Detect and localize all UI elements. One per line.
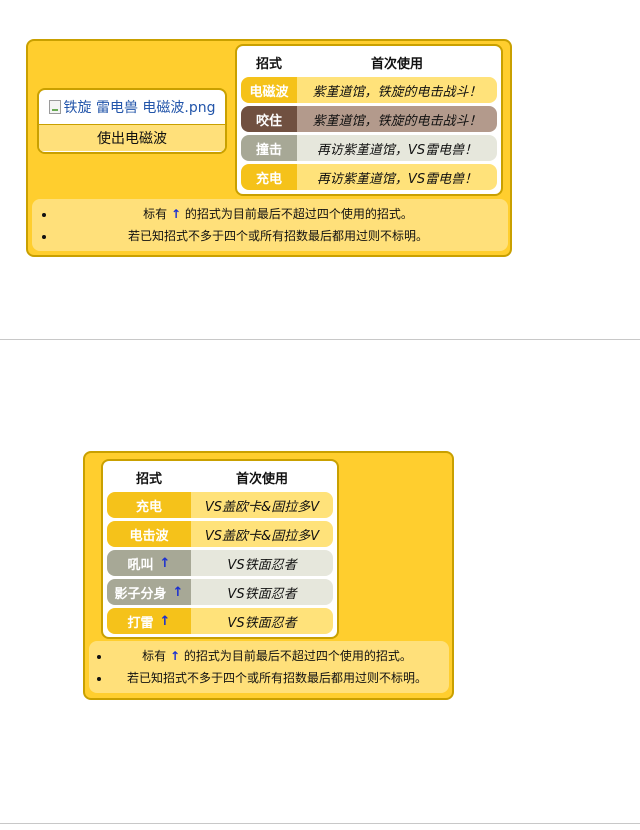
move-row: 电磁波紫堇道馆，铁旋的电击战斗！ [241, 77, 497, 103]
top-move-table: 招式 首次使用 电磁波紫堇道馆，铁旋的电击战斗！咬住紫堇道馆，铁旋的电击战斗！撞… [235, 44, 503, 196]
move-image-caption: 使出电磁波 [39, 124, 225, 151]
move-first-use: 紫堇道馆，铁旋的电击战斗！ [297, 77, 497, 103]
move-image-box: 铁旋 雷电兽 电磁波.png 使出电磁波 [37, 88, 227, 154]
move-row: 撞击再访紫堇道馆，VS雷电兽！ [241, 135, 497, 161]
move-name-label: 电击波 [129, 528, 169, 544]
move-first-use: VS铁面忍者 [191, 608, 333, 634]
move-first-use: 紫堇道馆，铁旋的电击战斗！ [297, 106, 497, 132]
header-move: 招式 [135, 471, 162, 487]
move-name-label: 打雷 [127, 615, 154, 631]
up-arrow-icon: ↑ [170, 207, 182, 221]
header-first-use: 首次使用 [370, 56, 423, 72]
move-row: 咬住紫堇道馆，铁旋的电击战斗！ [241, 106, 497, 132]
move-row: 充电再访紫堇道馆，VS雷电兽！ [241, 164, 497, 190]
move-name-label: 撞击 [255, 142, 282, 158]
move-name[interactable]: 电击波 [107, 521, 191, 547]
move-first-use: VS铁面忍者 [191, 579, 333, 605]
recent-move-arrow-icon: ↑ [159, 555, 171, 571]
move-row: 电击波 VS盖欧卡&固拉多V [107, 521, 333, 547]
move-row: 打雷 ↑ VS铁面忍者 [107, 608, 333, 634]
top-move-rows: 电磁波紫堇道馆，铁旋的电击战斗！咬住紫堇道馆，铁旋的电击战斗！撞击再访紫堇道馆，… [241, 77, 497, 190]
move-name[interactable]: 影子分身 ↑ [107, 579, 191, 605]
move-name-label: 吼叫 [127, 557, 154, 573]
header-first-use: 首次使用 [235, 471, 288, 487]
top-notes: 标有 ↑ 的招式为目前最后不超过四个使用的招式。 若已知招式不多于四个或所有招数… [32, 199, 508, 251]
move-name[interactable]: 吼叫 ↑ [107, 550, 191, 576]
move-image[interactable]: 铁旋 雷电兽 电磁波.png [39, 90, 225, 124]
move-name[interactable]: 撞击 [241, 135, 297, 161]
move-name[interactable]: 电磁波 [241, 77, 297, 103]
move-name[interactable]: 充电 [107, 492, 191, 518]
table-header-row: 招式 首次使用 [107, 465, 333, 489]
note-unmarked-explanation: 若已知招式不多于四个或所有招数最后都用过则不标明。 [56, 225, 500, 247]
move-name[interactable]: 充电 [241, 164, 297, 190]
header-move: 招式 [255, 56, 282, 72]
bottom-notes: 标有 ↑ 的招式为目前最后不超过四个使用的招式。 若已知招式不多于四个或所有招数… [89, 641, 449, 693]
move-first-use: 再访紫堇道馆，VS雷电兽！ [297, 164, 497, 190]
note-arrow-explanation: 标有 ↑ 的招式为目前最后不超过四个使用的招式。 [56, 203, 500, 225]
recent-move-arrow-icon: ↑ [172, 584, 184, 600]
move-name-label: 电磁波 [249, 84, 289, 100]
table-header-row: 招式 首次使用 [241, 50, 497, 74]
move-first-use: 再访紫堇道馆，VS雷电兽！ [297, 135, 497, 161]
move-name-label: 影子分身 [114, 586, 167, 602]
note-unmarked-explanation: 若已知招式不多于四个或所有招数最后都用过则不标明。 [111, 667, 443, 689]
move-first-use: VS盖欧卡&固拉多V [191, 492, 333, 518]
move-name-label: 充电 [255, 171, 282, 187]
note-arrow-explanation: 标有 ↑ 的招式为目前最后不超过四个使用的招式。 [111, 645, 443, 667]
move-first-use: VS盖欧卡&固拉多V [191, 521, 333, 547]
bottom-move-panel: 招式 首次使用 充电 VS盖欧卡&固拉多V 电击波 VS盖欧卡&固拉多V 吼叫 ↑ VS铁面… [83, 451, 454, 700]
bottom-move-table: 招式 首次使用 充电 VS盖欧卡&固拉多V 电击波 VS盖欧卡&固拉多V 吼叫 ↑ VS铁面… [101, 459, 339, 639]
move-name-label: 充电 [135, 499, 162, 515]
move-row: 充电 VS盖欧卡&固拉多V [107, 492, 333, 518]
move-first-use: VS铁面忍者 [191, 550, 333, 576]
section-divider [0, 339, 640, 340]
move-row: 影子分身 ↑ VS铁面忍者 [107, 579, 333, 605]
move-image-alt: 铁旋 雷电兽 电磁波.png [63, 100, 216, 116]
move-name-label: 咬住 [255, 113, 282, 129]
move-name[interactable]: 打雷 ↑ [107, 608, 191, 634]
top-move-panel: 铁旋 雷电兽 电磁波.png 使出电磁波 招式 首次使用 电磁波紫堇道馆，铁旋的… [26, 39, 512, 257]
recent-move-arrow-icon: ↑ [159, 613, 171, 629]
up-arrow-icon: ↑ [169, 649, 181, 663]
page-bottom-divider [0, 823, 640, 824]
broken-image-icon [48, 100, 61, 114]
move-row: 吼叫 ↑ VS铁面忍者 [107, 550, 333, 576]
move-name[interactable]: 咬住 [241, 106, 297, 132]
